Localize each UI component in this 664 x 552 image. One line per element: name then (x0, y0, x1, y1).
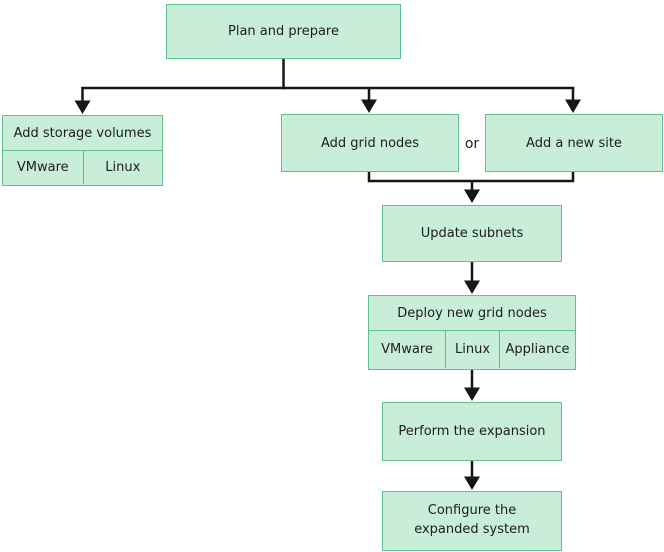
node-update-subnets-label: Update subnets (420, 226, 524, 241)
node-add-storage-volumes-label: Add storage volumes (13, 125, 152, 141)
node-perform-the-expansion: Perform the expansion (382, 402, 562, 461)
platform-storage-vmware: VMware (16, 160, 69, 175)
node-configure-expanded-system-label: Configure the expanded system (414, 503, 530, 537)
node-deploy-new-grid-nodes-label: Deploy new grid nodes (397, 305, 547, 321)
node-plan-and-prepare-label: Plan and prepare (228, 24, 339, 39)
platform-deploy-appliance: Appliance (499, 331, 575, 368)
node-add-storage-volumes: Add storage volumes VMware Linux (2, 115, 163, 186)
arrowhead-deploy (464, 280, 480, 294)
connector-converge (367, 171, 575, 183)
arrowhead-perform (464, 387, 480, 401)
arrowhead-new-site (565, 99, 581, 113)
deploy-platform-row: VMware Linux Appliance (369, 330, 575, 368)
arrowhead-grid-nodes (361, 99, 377, 113)
node-plan-and-prepare: Plan and prepare (166, 4, 401, 59)
arrowhead-configure (464, 476, 480, 490)
node-perform-the-expansion-label: Perform the expansion (398, 424, 546, 439)
node-add-grid-nodes: Add grid nodes (281, 114, 459, 172)
storage-platform-row: VMware Linux (3, 150, 162, 184)
node-deploy-new-grid-nodes: Deploy new grid nodes VMware Linux Appli… (368, 295, 576, 370)
node-add-grid-nodes-label: Add grid nodes (320, 135, 420, 151)
arrowhead-storage (74, 100, 91, 114)
or-label: or (464, 136, 480, 152)
node-add-new-site: Add a new site (485, 114, 663, 172)
arrowhead-update-subnets (464, 189, 480, 203)
node-update-subnets: Update subnets (382, 205, 562, 262)
platform-storage-linux: Linux (82, 151, 163, 184)
platform-deploy-linux: Linux (445, 331, 499, 368)
node-add-new-site-label: Add a new site (526, 135, 622, 151)
node-configure-expanded-system: Configure the expanded system (382, 491, 562, 551)
platform-deploy-vmware: VMware (381, 342, 433, 357)
